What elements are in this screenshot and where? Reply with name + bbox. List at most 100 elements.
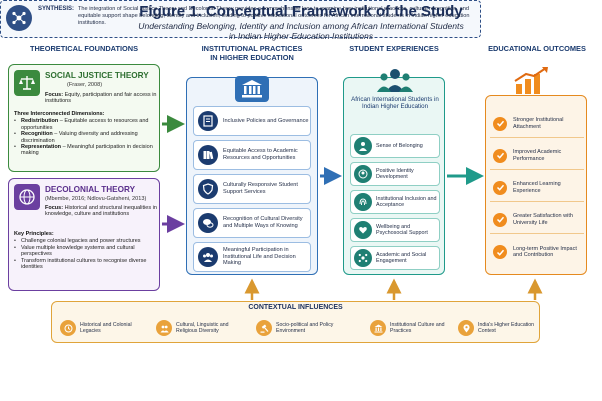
- context-item: Historical and Colonial Legacies: [60, 315, 148, 341]
- practice-label: Recognition of Cultural Diversity and Mu…: [223, 216, 303, 229]
- subtitle-line-1: Understanding Belonging, Identity and In…: [138, 21, 464, 31]
- person-heart-icon: [354, 137, 372, 155]
- column-heading-institutional: INSTITUTIONAL PRACTICES IN HIGHER EDUCAT…: [176, 44, 328, 62]
- column-heading-institutional-line1: INSTITUTIONAL PRACTICES: [201, 44, 303, 53]
- network-people-icon: [354, 249, 372, 267]
- outcome-label: Enhanced Learning Experience: [513, 181, 561, 194]
- context-label: India's Higher Education Context: [478, 321, 535, 334]
- social-justice-focus: Focus: Equity, participation and fair ac…: [45, 92, 157, 105]
- outcome-label: Improved Academic Performance: [513, 149, 562, 162]
- principle-multiple-knowledge: Value multiple knowledge systems and cul…: [14, 245, 156, 258]
- experience-card: Positive Identity Development: [350, 162, 440, 186]
- student-group-heading: African International Students in Indian…: [351, 96, 439, 111]
- outcome-item: Improved Academic Performance: [490, 142, 584, 170]
- history-icon: [60, 320, 76, 336]
- diversity-icon: [156, 320, 172, 336]
- social-justice-theory-panel: SOCIAL JUSTICE THEORY (Fraser, 2008) Foc…: [8, 64, 160, 172]
- support-shield-icon: [198, 179, 218, 199]
- decolonial-focus-label: Focus:: [45, 205, 64, 211]
- practice-label: Culturally Responsive Student Support Se…: [223, 182, 298, 195]
- practice-card: Inclusive Policies and Governance: [193, 106, 311, 136]
- institution-culture-icon: [370, 320, 386, 336]
- practice-label: Equitable Access to Academic Resources a…: [223, 148, 298, 161]
- decolonial-principles: Key Principles: Challenge colonial legac…: [14, 231, 156, 270]
- subtitle-line-2: in Indian Higher Education Institutions: [228, 31, 374, 41]
- practice-card: Recognition of Cultural Diversity and Mu…: [193, 208, 311, 238]
- social-justice-title: SOCIAL JUSTICE THEORY: [45, 71, 149, 80]
- practice-label: Inclusive Policies and Governance: [223, 117, 309, 124]
- experience-label: Positive Identity Development: [376, 167, 414, 180]
- social-justice-focus-label: Focus:: [45, 92, 64, 98]
- dimension-representation: Representation – Meaningful participatio…: [14, 144, 156, 157]
- column-heading-outcomes: EDUCATIONAL OUTCOMES: [488, 44, 586, 53]
- synthesis-label: SYNTHESIS:: [38, 6, 75, 12]
- student-experiences-panel: African International Students in Indian…: [343, 69, 445, 275]
- social-justice-focus-text: Equity, participation and fair access in…: [45, 92, 157, 105]
- social-justice-dimensions: Three Interconnected Dimensions: Redistr…: [14, 111, 156, 157]
- context-item: Cultural, Linguistic and Religious Diver…: [156, 315, 248, 341]
- decolonial-theory-panel: DECOLONIAL THEORY (Mbembe, 2016; Ndlovu-…: [8, 178, 160, 291]
- check-circle-icon: [493, 245, 507, 259]
- column-heading-theoretical: THEORETICAL FOUNDATIONS: [29, 44, 139, 53]
- fingerprint-icon: [354, 193, 372, 211]
- column-heading-institutional-line2: IN HIGHER EDUCATION: [210, 53, 294, 62]
- check-circle-icon: [493, 148, 507, 163]
- group-icon: [198, 247, 218, 267]
- globe-icon: [14, 184, 40, 210]
- social-justice-dims-label: Three Interconnected Dimensions:: [14, 111, 105, 117]
- check-circle-icon: [493, 180, 507, 195]
- map-pin-icon: [458, 320, 474, 336]
- experience-card: Sense of Belonging: [350, 134, 440, 158]
- figure-subtitle: Understanding Belonging, Identity and In…: [0, 21, 602, 41]
- synthesis-network-icon: [6, 5, 32, 31]
- principle-transform-cultures: Transform institutional cultures to reco…: [14, 258, 156, 271]
- outcome-item: Stronger Institutional Attachment: [490, 110, 584, 138]
- policy-gavel-icon: [256, 320, 272, 336]
- check-circle-icon: [493, 212, 507, 227]
- experience-label: Wellbeing and Psychosocial Support: [376, 223, 428, 236]
- dimension-recognition: Recognition – Valuing diversity and addr…: [14, 131, 156, 144]
- practice-card: Culturally Responsive Student Support Se…: [193, 174, 311, 204]
- context-label: Historical and Colonial Legacies: [80, 321, 132, 334]
- decolonial-citation: (Mbembe, 2016; Ndlovu-Gatsheni, 2013): [45, 196, 147, 202]
- decolonial-principles-label: Key Principles:: [14, 231, 54, 237]
- context-label: Socio-political and Policy Environment: [276, 321, 334, 334]
- dimension-redistribution: Redistribution – Equitable access to res…: [14, 118, 156, 131]
- figure-title: Figure 1. Conceptual Framework of the St…: [139, 3, 463, 20]
- synthesis-text: The integration of Social Justice Theory…: [78, 6, 470, 26]
- experience-card: Academic and Social Engagement: [350, 246, 440, 270]
- decolonial-focus: Focus: Historical and structural inequal…: [45, 205, 157, 218]
- chat-bubbles-icon: [198, 213, 218, 233]
- outcome-item: Long-term Positive Impact and Contributi…: [490, 238, 584, 266]
- institution-building-icon: [235, 76, 269, 102]
- outcome-label: Long-term Positive Impact and Contributi…: [513, 245, 577, 259]
- outcome-item: Enhanced Learning Experience: [490, 174, 584, 202]
- experience-label: Academic and Social Engagement: [376, 251, 427, 264]
- experience-card: Wellbeing and Psychosocial Support: [350, 218, 440, 242]
- institutional-practices-panel: Inclusive Policies and Governance Equita…: [186, 76, 318, 275]
- outcome-label: Greater Satisfaction with University Lif…: [513, 213, 573, 226]
- practice-card: Meaningful Participation in Institutiona…: [193, 242, 311, 272]
- social-justice-citation: (Fraser, 2008): [67, 82, 103, 88]
- principle-challenge-legacies: Challenge colonial legacies and power st…: [14, 238, 156, 245]
- experience-card: Institutional Inclusion and Acceptance: [350, 190, 440, 214]
- outcome-label: Stronger Institutional Attachment: [513, 117, 564, 130]
- decolonial-focus-text: Historical and structural inequalities i…: [45, 205, 157, 218]
- scales-icon: [14, 70, 40, 96]
- synthesis-box: SYNTHESIS: The integration of Social Jus…: [0, 0, 481, 38]
- identity-person-icon: [354, 165, 372, 183]
- practice-card: Equitable Access to Academic Resources a…: [193, 140, 311, 170]
- context-item: India's Higher Education Context: [458, 315, 538, 341]
- contextual-influences-title: CONTEXTUAL INFLUENCES: [248, 304, 343, 311]
- context-label: Institutional Culture and Practices: [390, 321, 445, 334]
- context-item: Institutional Culture and Practices: [370, 315, 450, 341]
- books-icon: [198, 145, 218, 165]
- policy-document-icon: [198, 111, 218, 131]
- outcome-item: Greater Satisfaction with University Lif…: [490, 206, 584, 234]
- column-heading-student: STUDENT EXPERIENCES: [349, 44, 439, 53]
- students-group-icon: [377, 69, 413, 92]
- educational-outcomes-panel: Stronger Institutional Attachment Improv…: [485, 95, 587, 275]
- growth-chart-icon: [514, 67, 548, 94]
- decolonial-title: DECOLONIAL THEORY: [45, 185, 136, 194]
- context-item: Socio-political and Policy Environment: [256, 315, 348, 341]
